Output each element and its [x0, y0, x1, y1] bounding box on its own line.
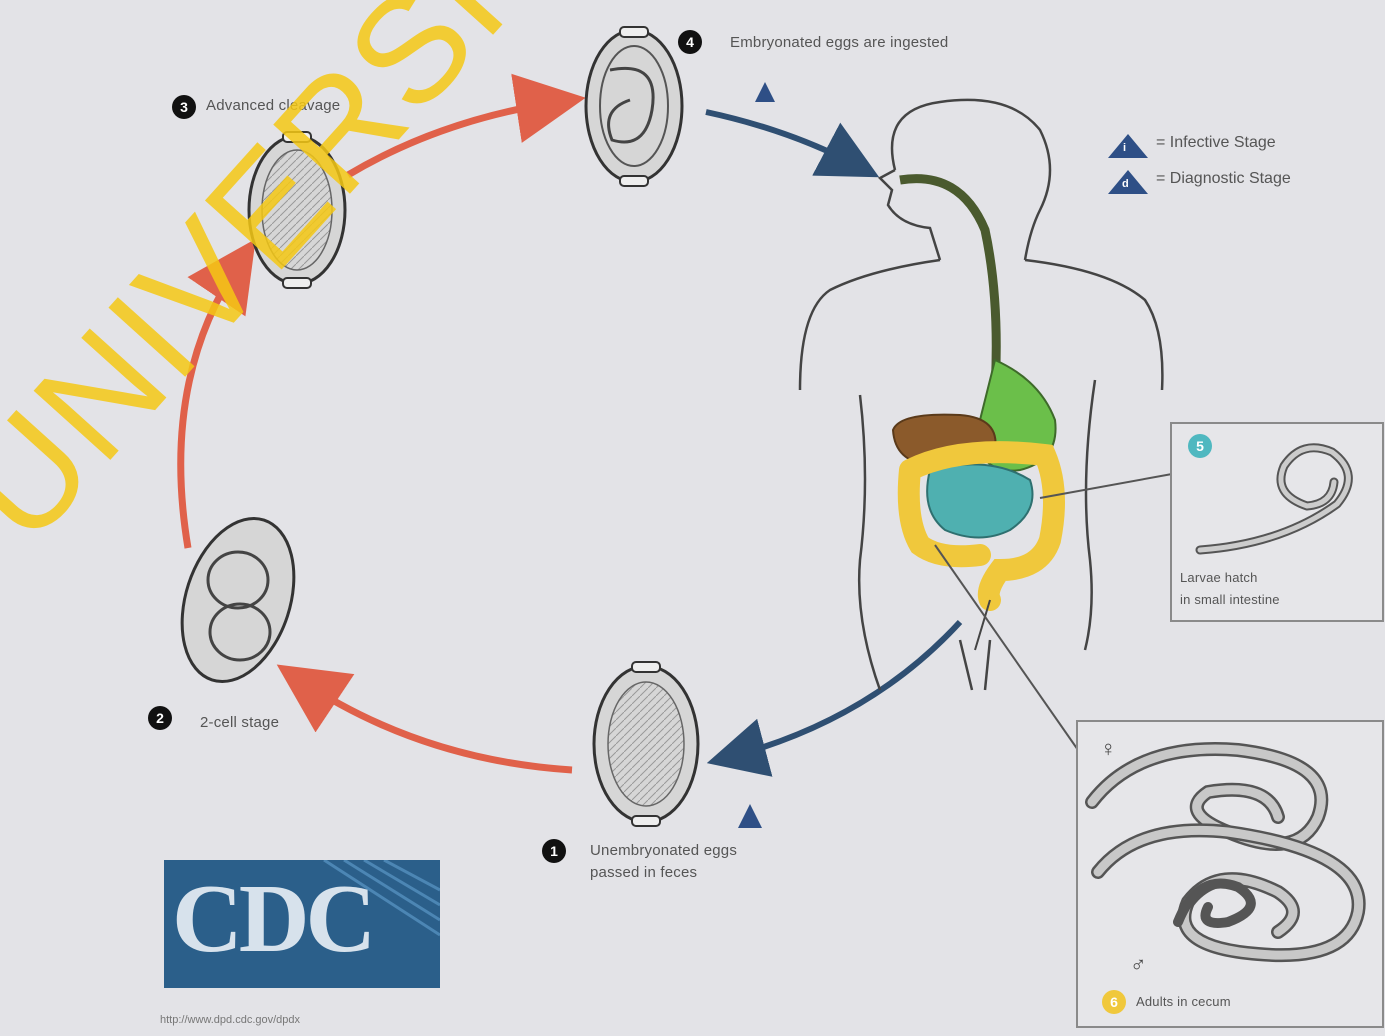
egg-unembryonated	[594, 662, 698, 826]
legend-infective-text: = Infective Stage	[1156, 134, 1276, 152]
step-2-number: 2	[148, 706, 172, 730]
cdc-logo: CDC	[164, 860, 440, 988]
larvae-label-line1: Larvae hatch	[1180, 570, 1258, 585]
legend-triangle-infective	[1108, 134, 1148, 158]
step-4-label: Embryonated eggs are ingested	[730, 34, 948, 51]
cdc-logo-text: CDC	[172, 864, 372, 974]
step-1-label-line1: Unembryonated eggs	[590, 842, 737, 859]
step-2-label: 2-cell stage	[200, 714, 279, 731]
digestive-tract	[893, 179, 1056, 650]
larvae-box: 5 Larvae hatch in small intestine	[1170, 422, 1384, 622]
larvae-label-line2: in small intestine	[1180, 592, 1280, 607]
larva-icon	[1172, 424, 1382, 620]
adults-label: Adults in cecum	[1136, 994, 1231, 1009]
step-4-number: 4	[678, 30, 702, 54]
adult-worms-icon	[1078, 722, 1382, 992]
legend-infective-symbol: i	[1123, 142, 1126, 154]
step-1-label-line2: passed in feces	[590, 864, 697, 881]
legend-diagnostic-symbol: d	[1122, 178, 1129, 190]
step-6-number: 6	[1102, 990, 1126, 1014]
step-3-number: 3	[172, 95, 196, 119]
legend-diagnostic-text: = Diagnostic Stage	[1156, 170, 1291, 188]
egg-embryonated	[586, 27, 682, 186]
triangle-infective-step4	[755, 82, 775, 102]
adults-box: ♀ ♂ 6 Adults in cecum	[1076, 720, 1384, 1028]
excretion-arrow	[730, 622, 960, 757]
cycle-arrow-1-to-2	[300, 680, 572, 770]
source-url: http://www.dpd.cdc.gov/dpdx	[160, 1014, 300, 1026]
triangle-diagnostic-step1	[738, 804, 762, 828]
step-1-number: 1	[542, 839, 566, 863]
ingestion-arrow	[706, 112, 858, 166]
